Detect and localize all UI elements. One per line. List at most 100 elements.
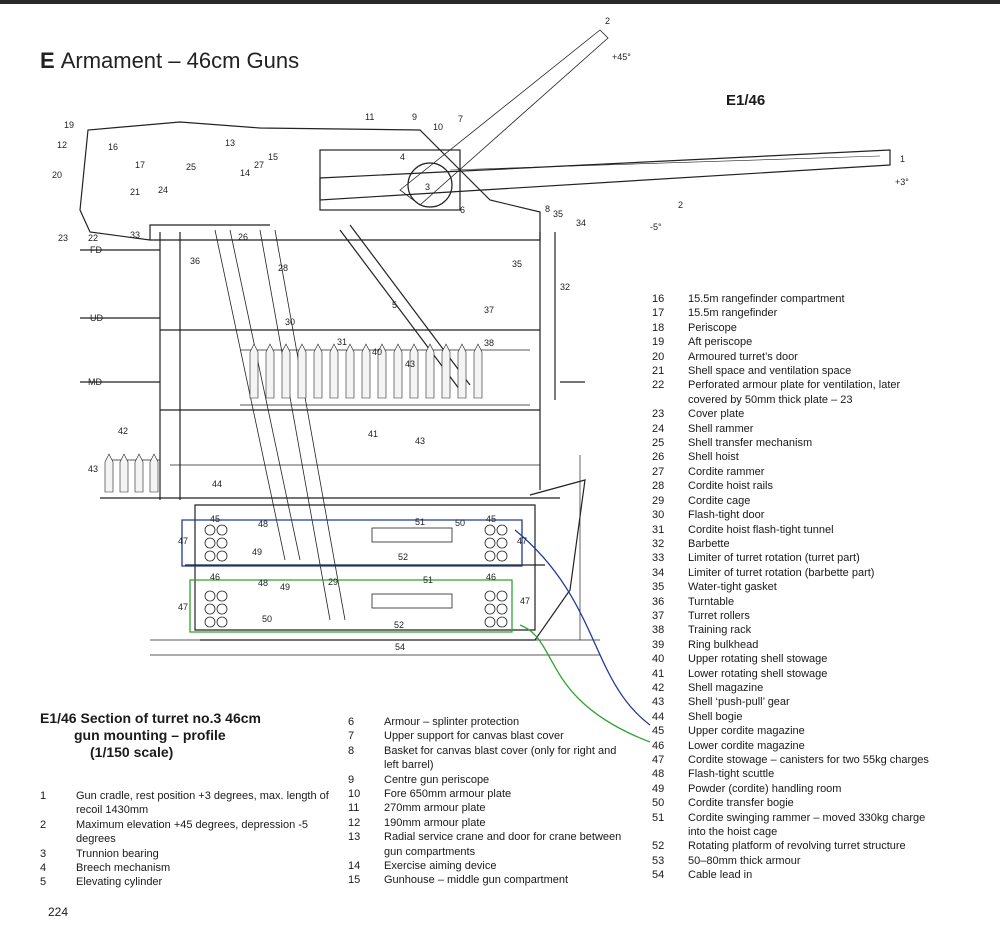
svg-text:47: 47 <box>178 602 188 612</box>
svg-text:47: 47 <box>178 536 188 546</box>
svg-text:33: 33 <box>130 230 140 240</box>
svg-text:30: 30 <box>285 317 295 327</box>
angle-label-plus45: +45° <box>612 52 631 62</box>
svg-text:13: 13 <box>225 138 235 148</box>
svg-text:45: 45 <box>210 514 220 524</box>
page-number: 224 <box>48 905 69 919</box>
svg-text:28: 28 <box>278 263 288 273</box>
deck-label-md: MD <box>88 377 102 387</box>
svg-text:34: 34 <box>576 218 586 228</box>
svg-text:24: 24 <box>158 185 168 195</box>
svg-text:50: 50 <box>455 518 465 528</box>
svg-text:41: 41 <box>368 429 378 439</box>
upper-magazine-overlay <box>181 519 651 726</box>
cordite-hoist <box>214 229 346 621</box>
svg-text:20: 20 <box>52 170 62 180</box>
svg-text:2: 2 <box>605 16 610 26</box>
svg-text:21: 21 <box>130 187 140 197</box>
angle-label-minus5: -5° <box>650 222 662 232</box>
svg-text:49: 49 <box>252 547 262 557</box>
svg-text:22: 22 <box>88 233 98 243</box>
svg-text:43: 43 <box>415 436 425 446</box>
svg-text:47: 47 <box>517 536 527 546</box>
svg-text:7: 7 <box>458 114 463 124</box>
svg-text:43: 43 <box>405 359 415 369</box>
hull-side <box>200 479 586 641</box>
figure-code: E1/46 <box>726 92 766 109</box>
svg-text:12: 12 <box>57 140 67 150</box>
barbette-wall <box>159 232 556 500</box>
svg-text:8: 8 <box>545 204 550 214</box>
svg-text:49: 49 <box>280 582 290 592</box>
svg-text:32: 32 <box>560 282 570 292</box>
svg-text:10: 10 <box>433 122 443 132</box>
svg-text:23: 23 <box>58 233 68 243</box>
svg-text:29: 29 <box>328 577 338 587</box>
angle-label-plus3: +3° <box>895 177 909 187</box>
caption-line-2: gun mounting – profile <box>74 727 226 743</box>
svg-text:51: 51 <box>415 517 425 527</box>
svg-text:48: 48 <box>258 578 268 588</box>
svg-text:11: 11 <box>365 112 374 122</box>
top-border <box>0 0 1000 4</box>
svg-text:46: 46 <box>486 572 496 582</box>
gun-barrel <box>319 149 891 201</box>
shell-stowage <box>104 343 483 493</box>
svg-text:6: 6 <box>460 205 465 215</box>
svg-text:9: 9 <box>412 112 417 122</box>
caption-line-3: (1/150 scale) <box>90 744 174 760</box>
svg-text:46: 46 <box>210 572 220 582</box>
svg-text:52: 52 <box>394 620 404 630</box>
elevated-barrel <box>399 29 609 206</box>
svg-text:48: 48 <box>258 519 268 529</box>
svg-text:15: 15 <box>268 152 278 162</box>
svg-text:35: 35 <box>512 259 522 269</box>
svg-text:45: 45 <box>486 514 496 524</box>
svg-text:4: 4 <box>400 152 405 162</box>
svg-text:51: 51 <box>423 575 433 585</box>
svg-text:27: 27 <box>254 160 264 170</box>
svg-text:19: 19 <box>64 120 74 130</box>
svg-text:52: 52 <box>398 552 408 562</box>
